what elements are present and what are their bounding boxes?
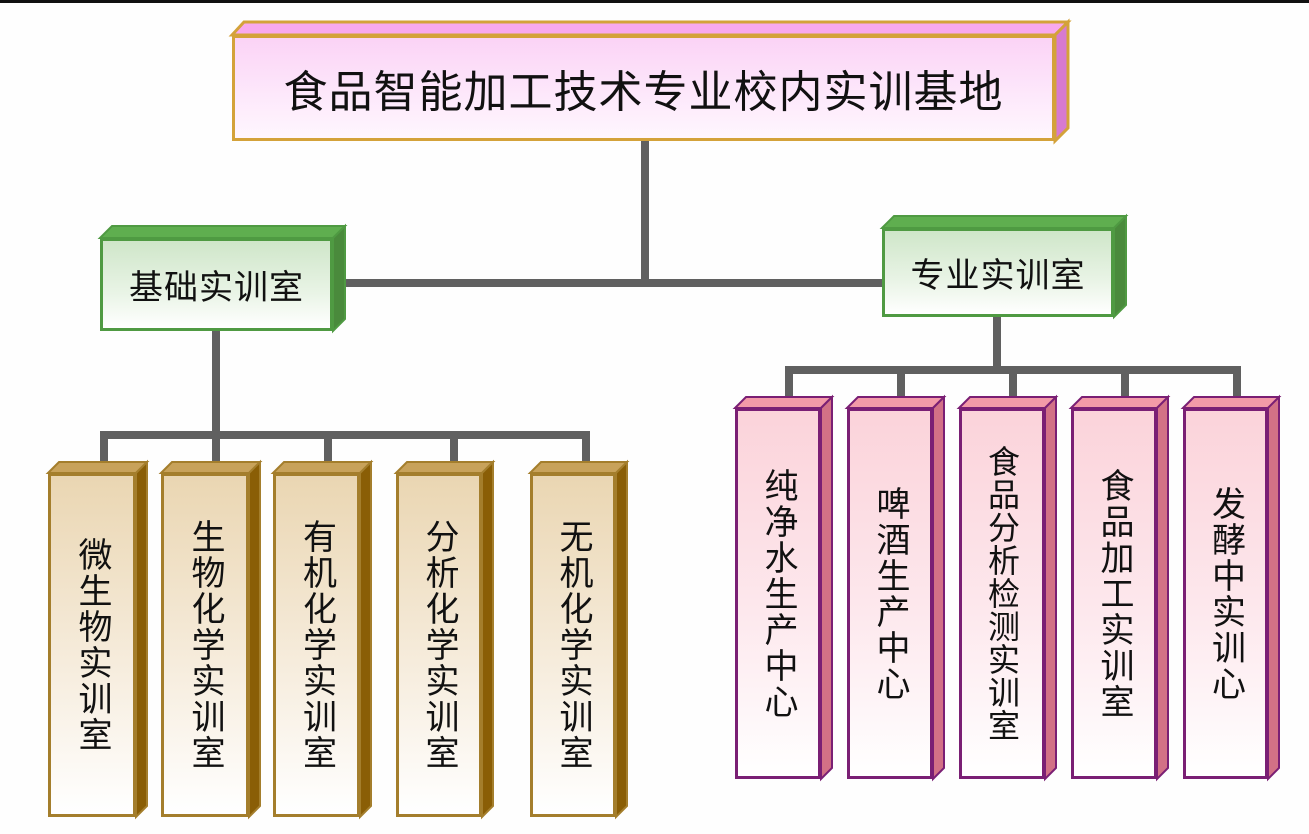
pro-room-1: 纯净水生产中心 xyxy=(732,394,835,782)
pro-room-3-label: 食品分析检测实训室 xyxy=(959,408,1045,779)
root-node: 食品智能加工技术专业校内实训基地 xyxy=(228,18,1072,145)
branch-basic-label: 基础实训室 xyxy=(100,238,333,331)
pro-room-1-label: 纯净水生产中心 xyxy=(735,408,821,779)
basic-room-3-label: 有机化学实训室 xyxy=(273,473,360,817)
branch-node-professional: 专业实训室 xyxy=(879,213,1129,320)
pro-room-5-label: 发酵中实训心 xyxy=(1183,408,1268,779)
branch-basic-bevel xyxy=(97,223,348,334)
pro-room-2: 啤酒生产中心 xyxy=(844,394,947,782)
basic-room-1-bevel xyxy=(45,459,150,820)
basic-room-5: 无机化学实训室 xyxy=(527,459,630,820)
connector-basic-stem xyxy=(212,330,220,435)
basic-room-4-label: 分析化学实训室 xyxy=(396,473,482,817)
connector-basic-bar xyxy=(100,431,590,439)
connector-branch-bar xyxy=(333,279,882,287)
branch-professional-bevel xyxy=(879,213,1129,320)
connector-pro-drop-5 xyxy=(1233,366,1241,398)
branch-node-basic: 基础实训室 xyxy=(97,223,348,334)
pro-room-4-label: 食品加工实训室 xyxy=(1071,408,1157,779)
connector-basic-drop-1 xyxy=(100,431,108,463)
pro-room-4-bevel xyxy=(1068,394,1171,782)
basic-room-4-bevel xyxy=(393,459,496,820)
basic-room-2: 生物化学实训室 xyxy=(158,459,263,820)
pro-room-2-label: 啤酒生产中心 xyxy=(847,408,933,779)
basic-room-1-label: 微生物实训室 xyxy=(48,473,136,817)
pro-room-5: 发酵中实训心 xyxy=(1180,394,1282,782)
connector-pro-stem xyxy=(993,316,1001,372)
basic-room-3: 有机化学实训室 xyxy=(270,459,374,820)
basic-room-4: 分析化学实训室 xyxy=(393,459,496,820)
basic-room-2-bevel xyxy=(158,459,263,820)
basic-room-5-label: 无机化学实训室 xyxy=(530,473,616,817)
basic-room-2-label: 生物化学实训室 xyxy=(161,473,249,817)
connector-pro-drop-4 xyxy=(1121,366,1129,398)
basic-room-1: 微生物实训室 xyxy=(45,459,150,820)
connector-pro-drop-2 xyxy=(897,366,905,398)
basic-room-3-bevel xyxy=(270,459,374,820)
connector-basic-drop-4 xyxy=(450,431,458,463)
basic-room-5-bevel xyxy=(527,459,630,820)
connector-basic-drop-5 xyxy=(582,431,590,463)
connector-basic-drop-2 xyxy=(212,431,220,463)
connector-pro-drop-1 xyxy=(785,366,793,398)
pro-room-5-bevel xyxy=(1180,394,1282,782)
branch-professional-label: 专业实训室 xyxy=(882,228,1114,317)
connector-pro-drop-3 xyxy=(1009,366,1017,398)
root-label: 食品智能加工技术专业校内实训基地 xyxy=(232,35,1055,141)
connector-root-stem xyxy=(641,140,649,287)
pro-room-2-bevel xyxy=(844,394,947,782)
top-edge-bar xyxy=(0,0,1309,3)
pro-room-3: 食品分析检测实训室 xyxy=(956,394,1059,782)
pro-room-4: 食品加工实训室 xyxy=(1068,394,1171,782)
connector-basic-drop-3 xyxy=(324,431,332,463)
